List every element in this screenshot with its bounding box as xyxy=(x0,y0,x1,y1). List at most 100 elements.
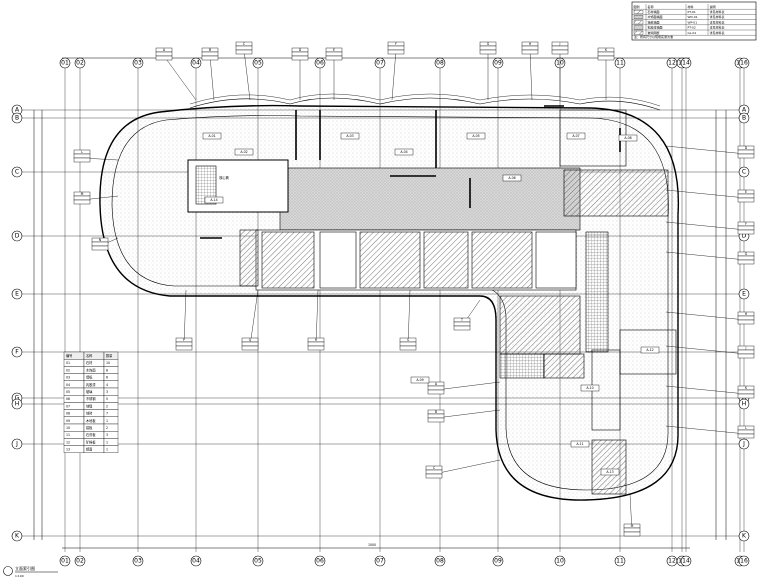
title-block-note: 注：所有尺寸以现场实测为准 xyxy=(634,34,673,39)
grid-bubble-top: 01 xyxy=(59,57,71,69)
legend-cell: 6 xyxy=(106,376,108,380)
legend-cell: 2 xyxy=(106,426,108,430)
elevation-tag: L xyxy=(73,149,119,163)
grid-label-left: A xyxy=(15,107,20,114)
legend-cell: 玻璃 xyxy=(86,389,93,394)
elevation-tag: A xyxy=(155,47,197,101)
legend-cell: 8 xyxy=(106,368,108,372)
grid-label-bottom: 14 xyxy=(682,558,690,565)
elevation-tag: B xyxy=(201,47,219,101)
room-tag: A-14 xyxy=(204,196,224,204)
legend-cell: 03 xyxy=(66,376,70,380)
grid-bubble-top: 02 xyxy=(74,57,86,69)
dimension-lines xyxy=(33,57,727,549)
elevation-tag-label: M xyxy=(81,192,84,196)
legend-cell: 2 xyxy=(106,404,108,408)
legend-cell: 1 xyxy=(106,440,108,444)
elevation-tag: M xyxy=(73,191,119,205)
legend-cell: 乳胶漆 xyxy=(86,382,96,387)
legend-cell: 05 xyxy=(66,390,70,394)
drawing-title: 立面索引图 xyxy=(15,565,35,571)
room-tag: A-04 xyxy=(394,148,414,156)
grid-label-left: B xyxy=(15,115,19,122)
legend-cell: 木饰面 xyxy=(86,367,96,372)
legend-cell: 09 xyxy=(66,419,70,423)
title-block-cell: PT-01 xyxy=(688,10,696,14)
grid-bubble-top: 09 xyxy=(492,57,504,69)
grid-bubble-bottom: 09 xyxy=(492,555,504,567)
grid-label-bottom: 16 xyxy=(740,558,748,565)
room-tag-label: A-12 xyxy=(646,348,653,352)
legend-cell: 地砖 xyxy=(86,411,93,416)
elevation-tag: P xyxy=(175,289,193,351)
grid-bubble-bottom: 01 xyxy=(59,555,71,567)
title-block-header: 说明 xyxy=(710,4,716,9)
room-tag-label: A-04 xyxy=(400,150,407,154)
legend-cell: 镜面 xyxy=(86,447,92,452)
elevation-tag: C xyxy=(425,459,501,479)
elevation-tag: K xyxy=(665,385,755,399)
grid-label-bottom: 01 xyxy=(61,558,69,565)
grid-bubble-bottom: 02 xyxy=(74,555,86,567)
legend-cell: 1 xyxy=(106,419,108,423)
grid-bubble-left: B xyxy=(11,112,23,124)
legend-cell: 11 xyxy=(66,433,70,437)
grid-bubble-bottom: 05 xyxy=(252,555,264,567)
grid-label-left: D xyxy=(15,233,20,240)
grid-bubble-left: E xyxy=(11,288,23,300)
elevation-tag-label: L xyxy=(81,150,83,154)
room-tag: A-11 xyxy=(570,440,590,448)
room-tag: A-09 xyxy=(410,376,430,384)
title-block-header: 图例 xyxy=(634,4,640,9)
grid-label-top: 08 xyxy=(436,60,444,67)
elevation-tag: Q xyxy=(241,289,259,351)
room-tag-label: A-08 xyxy=(624,136,631,140)
legend-cell: 12 xyxy=(66,440,70,444)
grid-bubble-right: C xyxy=(738,166,750,178)
grid-label-left: J xyxy=(15,441,18,448)
legend-cell: 10 xyxy=(66,426,70,430)
grid-label-right: B xyxy=(742,115,746,122)
legend-cell: 02 xyxy=(66,368,70,372)
room-tag: A-01 xyxy=(202,132,222,140)
grid-label-bottom: 07 xyxy=(376,558,384,565)
grid-bubble-bottom: 04 xyxy=(190,555,202,567)
elevation-tag-label: K xyxy=(745,386,748,390)
legend-cell: 08 xyxy=(66,412,70,416)
grid-label-right: K xyxy=(742,533,747,540)
title-block-cell: 乳胶漆墙面 xyxy=(648,25,663,30)
elevation-tag: D xyxy=(291,47,309,100)
elevation-tag-label: F xyxy=(395,42,397,46)
elevation-tag-label: C xyxy=(433,466,436,470)
grid-label-top: 06 xyxy=(316,60,324,67)
title-block-cell: 详见材料表 xyxy=(710,30,725,35)
legend-header-cell: 数量 xyxy=(106,353,113,358)
elevation-tag-label: P xyxy=(183,338,185,342)
elevation-tag-label: K xyxy=(605,48,608,52)
grid-label-right: C xyxy=(742,169,746,176)
legend-cell: 4 xyxy=(106,383,108,387)
elevation-tag: K xyxy=(597,47,615,100)
title-block-cell: WP-01 xyxy=(688,20,698,24)
grid-label-top: 12 xyxy=(668,60,676,67)
elevation-tag-label: L xyxy=(745,426,747,430)
grid-label-right: A xyxy=(742,107,747,114)
elevation-tag-label: N xyxy=(99,238,102,242)
grid-bubble-top: 03 xyxy=(132,57,144,69)
room-tag-label: A-02 xyxy=(240,150,247,154)
legend-cell: 3 xyxy=(106,390,108,394)
elevation-tag-label: E xyxy=(745,190,747,194)
elevation-tag-label: B xyxy=(435,410,437,414)
grid-label-left: G xyxy=(15,395,20,402)
grid-bubble-left: D xyxy=(11,230,23,242)
elevation-tag: L xyxy=(665,425,755,439)
elevation-tag: T xyxy=(453,299,481,331)
room-tag-label: A-05 xyxy=(472,134,479,138)
grid-label-left: F xyxy=(15,349,19,356)
grid-bubble-right: E xyxy=(738,288,750,300)
elevation-tag: M xyxy=(623,493,641,537)
grid-label-bottom: 10 xyxy=(556,558,564,565)
elevation-tag: S xyxy=(399,289,417,351)
grid-label-bottom: 08 xyxy=(436,558,444,565)
